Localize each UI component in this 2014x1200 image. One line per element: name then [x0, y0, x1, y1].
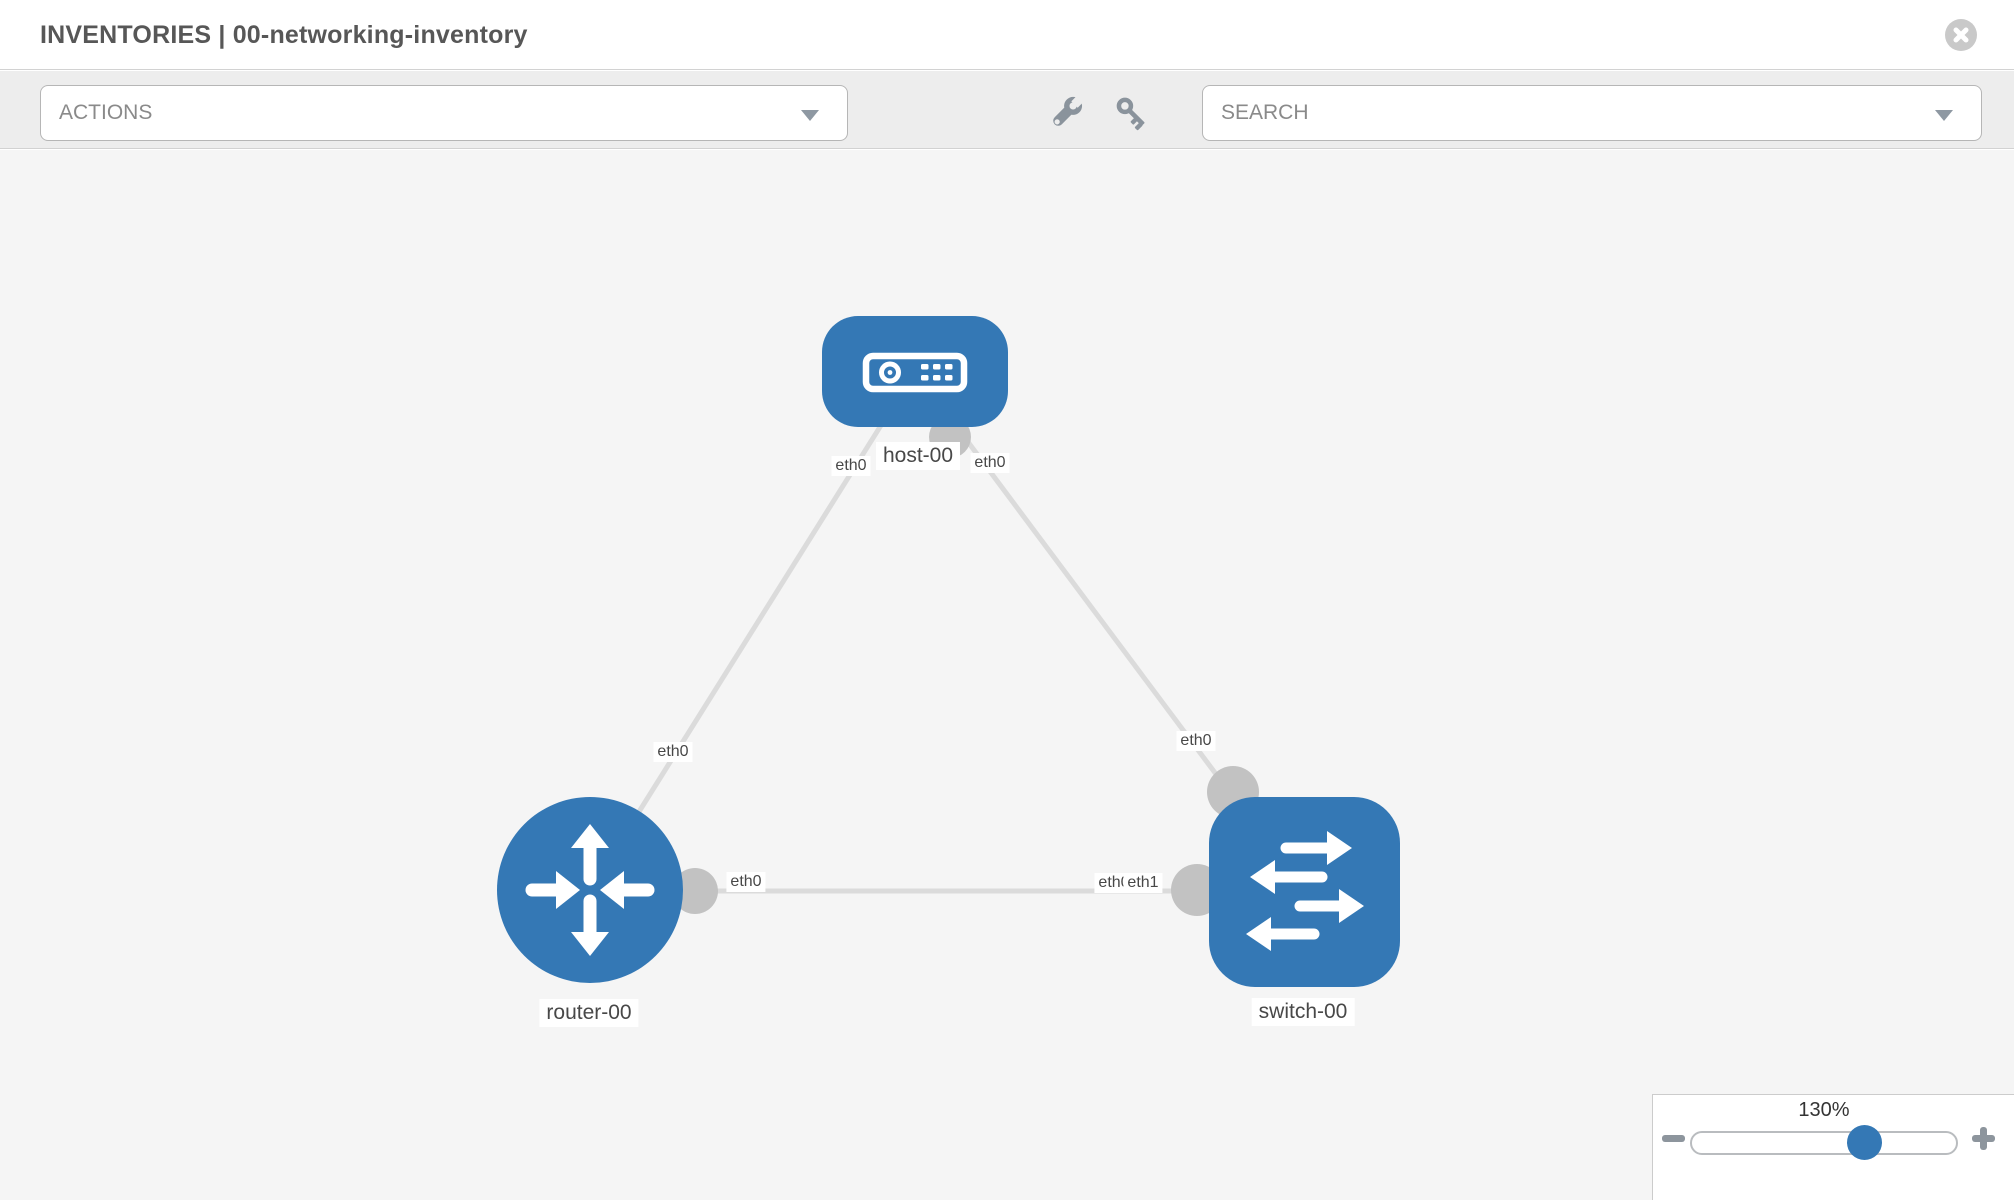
node-label-switch: switch-00 — [1251, 998, 1355, 1026]
page-title: INVENTORIES | 00-networking-inventory — [40, 21, 528, 49]
zoom-out-icon[interactable] — [1662, 1135, 1685, 1142]
zoom-in-icon[interactable] — [1972, 1127, 1995, 1150]
close-x-icon — [1953, 27, 1969, 43]
key-button[interactable] — [1112, 93, 1152, 133]
iface-label-router-to-host: eth0 — [653, 742, 693, 762]
iface-label-router-to-switch: eth0 — [726, 872, 766, 892]
router-icon — [525, 824, 655, 956]
node-label-router: router-00 — [539, 999, 639, 1027]
key-icon — [1116, 97, 1145, 131]
topology-graph — [497, 316, 1400, 987]
search-placeholder: SEARCH — [1221, 101, 1309, 124]
actions-dropdown[interactable]: ACTIONS — [40, 85, 848, 141]
actions-dropdown-label: ACTIONS — [59, 101, 153, 124]
host-icon — [862, 352, 968, 393]
connector-router-right — [672, 868, 718, 914]
iface-label-switch-to-router: eth1 — [1123, 873, 1163, 893]
chevron-down-icon — [801, 110, 819, 121]
zoom-panel: 130% — [1652, 1094, 2014, 1200]
topology-canvas: host-00 router-00 switch-00 eth0 eth0 et… — [0, 150, 2014, 1200]
wrench-icon — [1053, 96, 1083, 126]
wrench-button[interactable] — [1046, 93, 1086, 133]
header: INVENTORIES | 00-networking-inventory — [0, 0, 2014, 70]
node-host-00[interactable] — [822, 316, 1008, 427]
search-dropdown[interactable]: SEARCH — [1202, 85, 1982, 141]
zoom-level-label: 130% — [1798, 1099, 1850, 1121]
interface-connectors — [672, 416, 1259, 916]
node-router-00[interactable] — [497, 797, 683, 983]
node-switch-00[interactable] — [1209, 797, 1400, 987]
zoom-slider-track[interactable] — [1690, 1131, 1958, 1155]
chevron-down-icon — [1935, 110, 1953, 121]
node-label-host: host-00 — [875, 442, 961, 470]
toolbar: ACTIONS — [0, 71, 2014, 149]
iface-label-switch-to-host: eth0 — [1176, 731, 1216, 751]
zoom-slider-handle[interactable] — [1847, 1125, 1882, 1160]
close-button[interactable] — [1945, 19, 1977, 51]
switch-icon — [1246, 831, 1364, 951]
iface-label-host-to-switch: eth0 — [970, 453, 1010, 473]
iface-label-host-to-router: eth0 — [831, 456, 871, 476]
